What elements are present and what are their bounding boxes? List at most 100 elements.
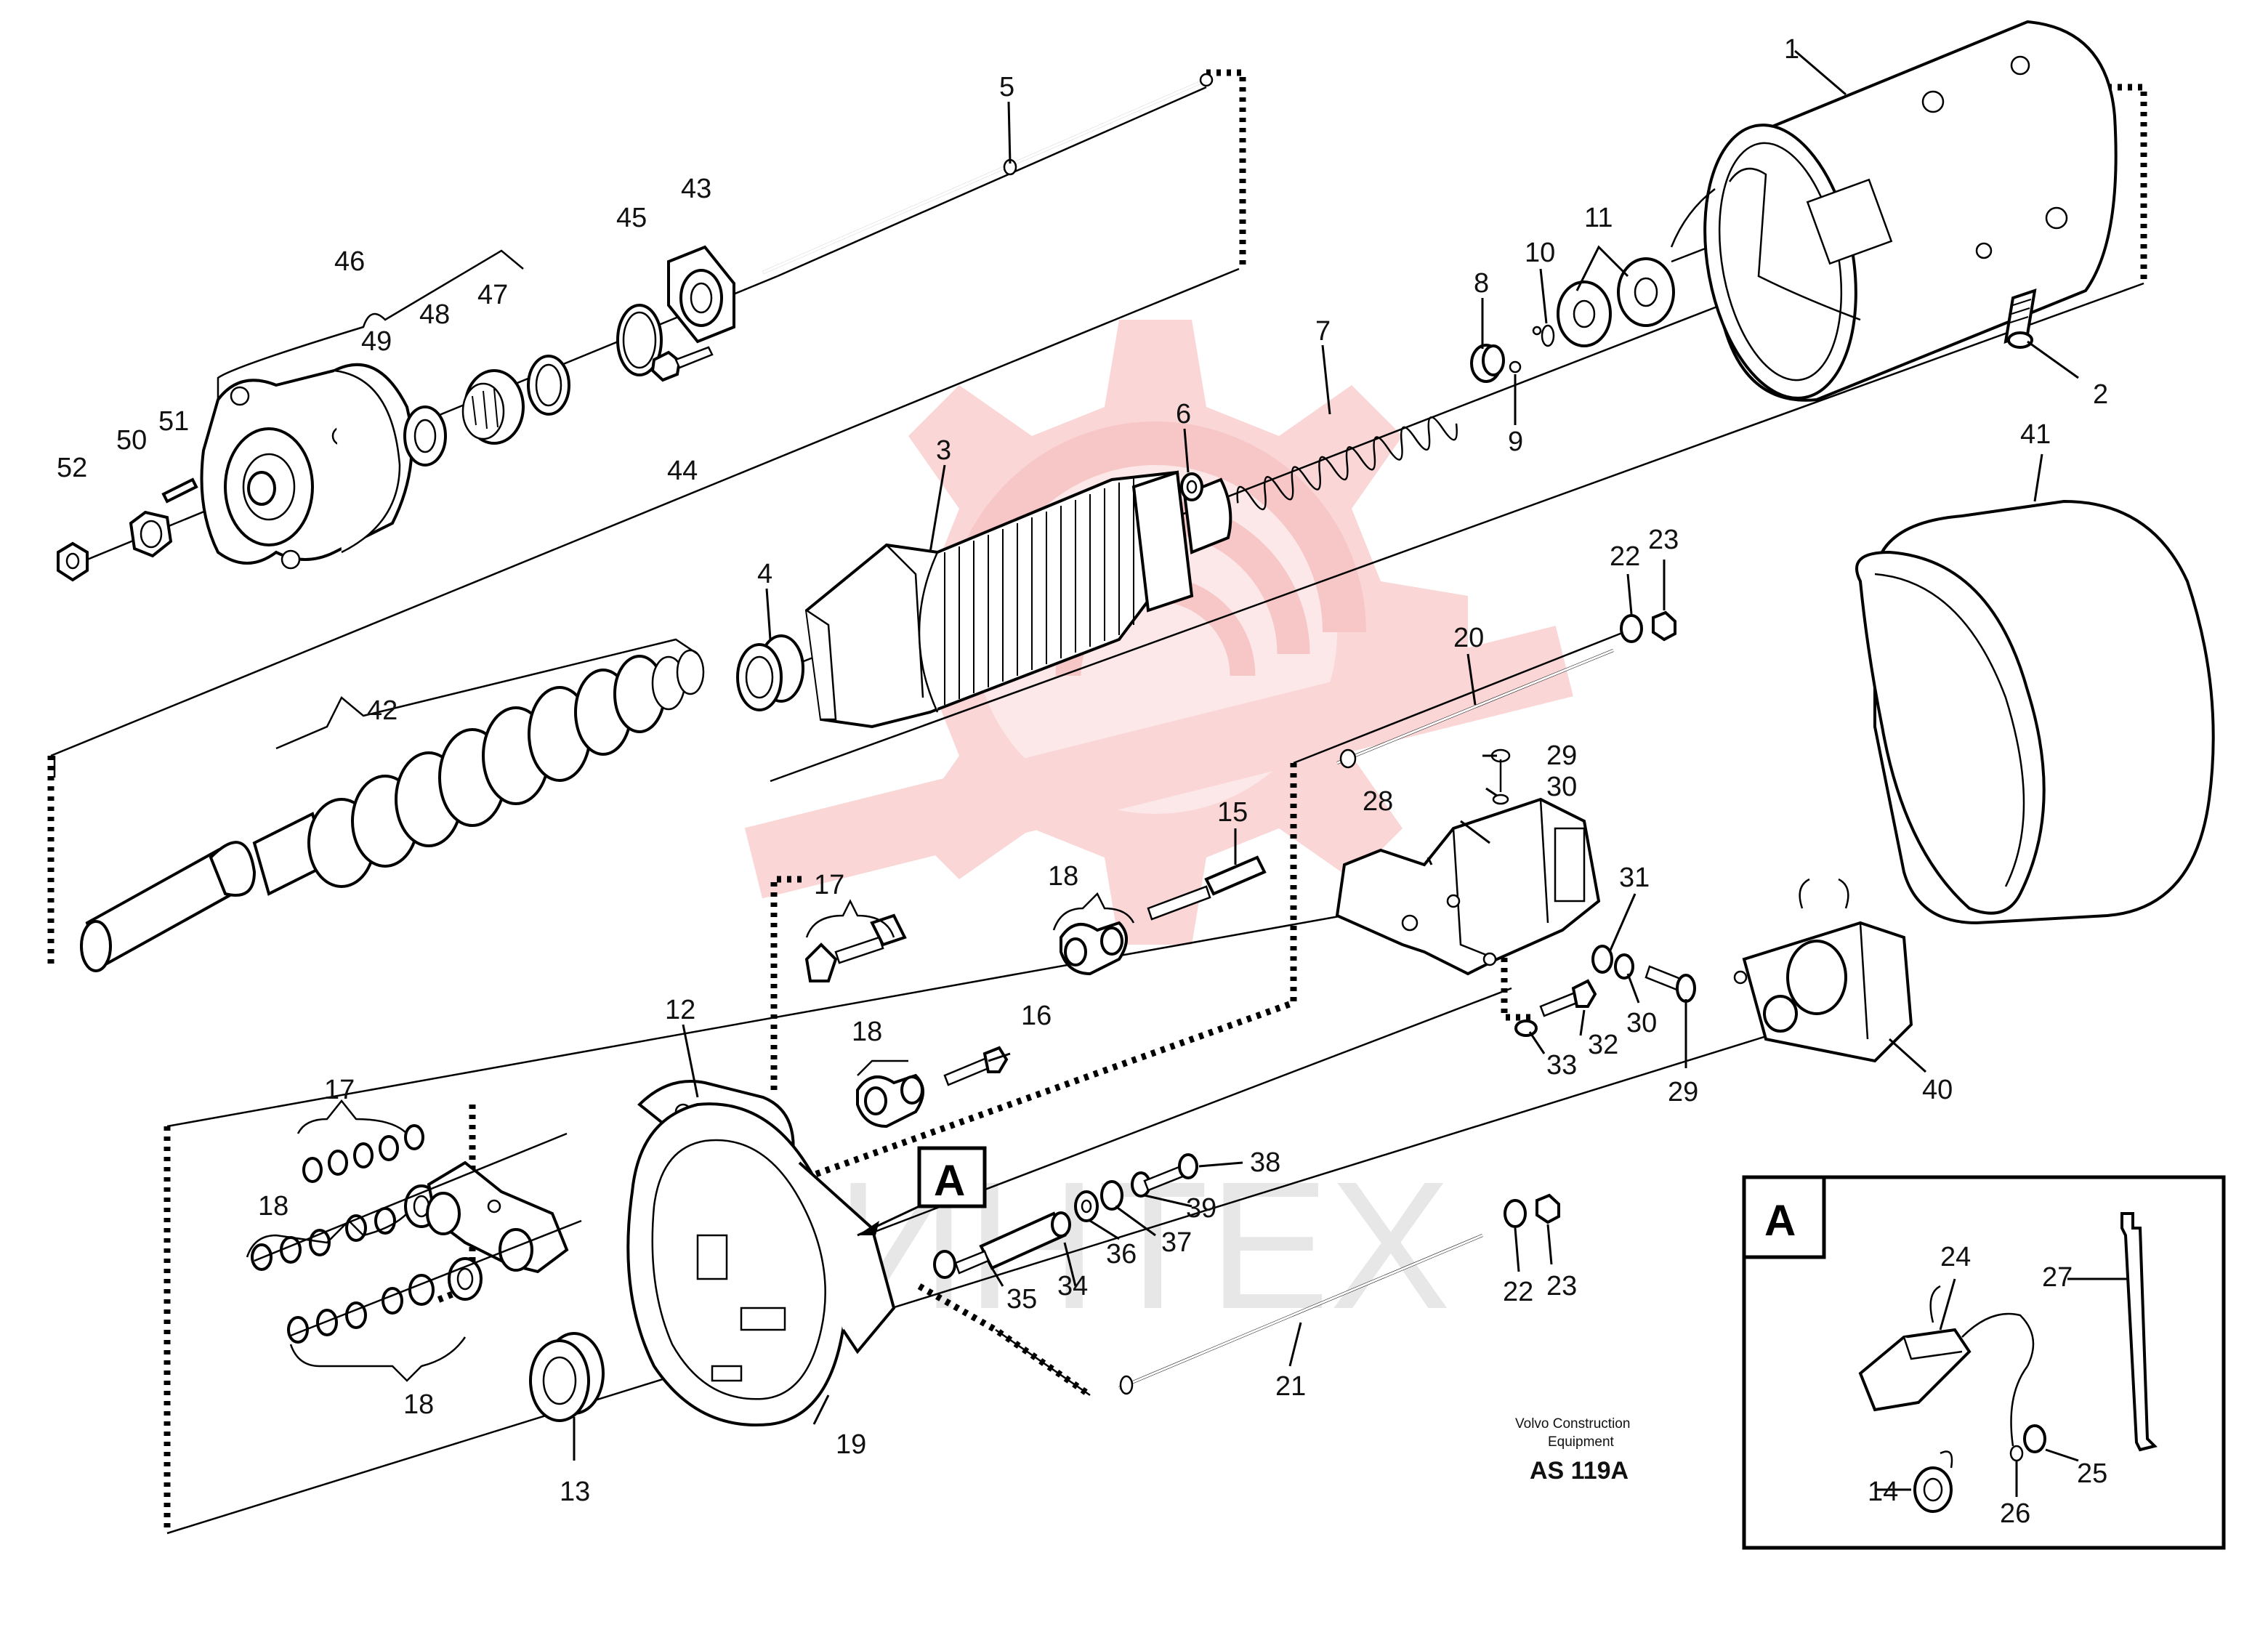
label-32: 32 (1588, 1030, 1618, 1060)
part-29-screw-top (1490, 748, 1511, 792)
part-26-washer (2009, 1365, 2029, 1462)
label-6: 6 (1176, 399, 1191, 429)
part-14-spring (1913, 1450, 1953, 1513)
part-15-terminal (1147, 855, 1267, 921)
label-47: 47 (477, 280, 508, 310)
label-19: 19 (836, 1429, 866, 1460)
label-20: 20 (1453, 623, 1484, 653)
leader-lines (53, 49, 2129, 1497)
part-20-rod (1336, 649, 1614, 769)
label-50: 50 (116, 425, 147, 456)
part-11-washers (1557, 257, 1675, 347)
label-18-mid: 18 (1048, 861, 1078, 892)
part-32-bolt (1539, 979, 1597, 1017)
label-41: 41 (2020, 419, 2051, 450)
part-24-brush (1858, 1285, 2035, 1412)
label-18-left-upper: 18 (258, 1191, 288, 1222)
part-44-bolt (650, 346, 714, 382)
part-47-seal (527, 355, 570, 416)
label-46: 46 (334, 246, 365, 277)
part-36-washer (1074, 1190, 1099, 1222)
label-29-top: 29 (1546, 740, 1577, 771)
part-38-bolt (1143, 1153, 1198, 1192)
label-33: 33 (1546, 1050, 1577, 1081)
label-17-top: 17 (814, 870, 844, 900)
svg-text:A: A (1764, 1196, 1796, 1245)
label-18-left-lower: 18 (403, 1389, 434, 1420)
label-27: 27 (2042, 1262, 2073, 1293)
label-22-top: 22 (1610, 541, 1640, 572)
label-48: 48 (419, 299, 450, 330)
label-42: 42 (367, 695, 397, 726)
part-41-belt-band (1855, 499, 2215, 925)
part-17-terminal-top (804, 913, 907, 982)
label-5: 5 (999, 72, 1014, 102)
part-4-bearing (736, 634, 804, 711)
label-16: 16 (1021, 1001, 1052, 1031)
part-43-bearing-plate (667, 245, 735, 344)
label-1: 1 (1784, 34, 1799, 65)
part-29-screw (1644, 965, 1696, 1003)
part-18-washers-lower (287, 1257, 483, 1344)
diagram-footer: Volvo Construction Equipment AS 119A (1515, 1416, 1630, 1485)
label-44: 44 (667, 456, 698, 486)
left-cluster-insulators (251, 1124, 582, 1344)
detail-inset-a: A (1742, 1175, 2226, 1550)
label-10: 10 (1525, 238, 1555, 268)
label-35: 35 (1006, 1284, 1037, 1315)
label-2: 2 (2093, 379, 2108, 410)
guide-lines (47, 69, 2147, 1535)
label-25: 25 (2077, 1458, 2107, 1489)
label-18-lower: 18 (852, 1017, 882, 1047)
label-43: 43 (681, 174, 711, 204)
part-6-washer (1180, 472, 1203, 501)
part-18-insulator-mid (1060, 921, 1128, 976)
footer-drawing-code: AS 119A (1530, 1457, 1629, 1485)
part-5-through-bolt (762, 73, 1214, 274)
label-51: 51 (158, 406, 189, 437)
label-40: 40 (1922, 1075, 1953, 1105)
part-49-washer (403, 405, 447, 467)
label-9: 9 (1508, 427, 1523, 457)
label-31: 31 (1619, 863, 1650, 893)
label-23-top: 23 (1648, 525, 1679, 555)
label-39: 39 (1186, 1193, 1216, 1224)
label-30-bottom: 30 (1626, 1008, 1657, 1038)
part-48-bearing (461, 369, 525, 445)
part-21-rod (1118, 1234, 1483, 1395)
label-49: 49 (361, 326, 392, 357)
part-33-washer (1514, 1020, 1538, 1037)
part-31-washers (1591, 945, 1634, 980)
part-3-armature (804, 470, 1232, 729)
label-38: 38 (1250, 1147, 1280, 1178)
part-28-solenoid (1335, 797, 1601, 976)
label-29-bottom: 29 (1668, 1077, 1698, 1107)
part-46-drive-housing (200, 363, 413, 570)
part-10-circlip (1532, 324, 1555, 347)
part-37-washer (1100, 1180, 1123, 1211)
label-21: 21 (1275, 1371, 1306, 1402)
part-23-nut-top (1652, 610, 1676, 642)
part-9-ball (1509, 360, 1522, 374)
label-4: 4 (757, 559, 772, 589)
label-14: 14 (1868, 1477, 1898, 1507)
label-36: 36 (1106, 1239, 1137, 1269)
terminal-block (426, 1160, 569, 1274)
part-17-washers (302, 1124, 424, 1183)
footer-company-line1: Volvo Construction (1515, 1416, 1630, 1432)
detail-reference-a: A (857, 1146, 987, 1237)
part-52-nut (57, 541, 89, 582)
part-27-brush-spring (2120, 1212, 2158, 1452)
part-34-spacer-bolt (954, 1211, 1071, 1275)
part-40-relay (1733, 878, 1913, 1063)
part-7-spring (1236, 416, 1458, 511)
label-26: 26 (2000, 1498, 2030, 1529)
label-13: 13 (560, 1477, 590, 1507)
label-23-bottom: 23 (1546, 1271, 1577, 1301)
label-7: 7 (1315, 316, 1331, 347)
svg-text:A: A (934, 1156, 965, 1205)
label-17-left: 17 (324, 1075, 355, 1105)
part-1-motor-housing (1670, 20, 2118, 402)
label-28: 28 (1363, 786, 1393, 817)
part-19-commutator-end-frame (626, 1102, 896, 1426)
